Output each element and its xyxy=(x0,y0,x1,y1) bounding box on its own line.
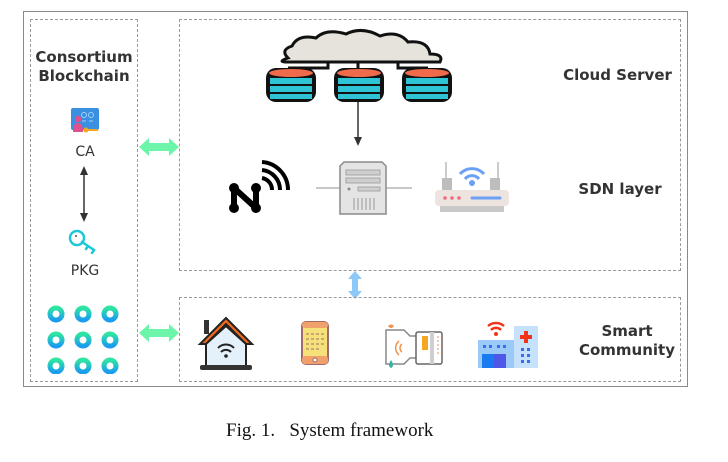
blockchain-panel xyxy=(30,19,138,382)
smart-community-panel xyxy=(179,297,681,382)
sdn-layer-label: SDN layer xyxy=(578,180,662,198)
ca-label: CA xyxy=(75,144,95,160)
blockchain-cloud-arrow xyxy=(139,137,179,157)
hospital-icon xyxy=(476,318,540,368)
pkg-label: PKG xyxy=(70,263,100,279)
smart-community-label-line2: Community xyxy=(578,341,676,359)
figure-caption: Fig. 1. System framework xyxy=(226,420,434,441)
smart-community-label-line1: Smart xyxy=(601,322,653,340)
sdn-community-arrow xyxy=(347,271,363,299)
blockchain-title-line1: Consortium xyxy=(35,48,133,66)
cloud-server-label: Cloud Server xyxy=(563,66,672,84)
router-icon xyxy=(432,160,512,216)
smart-home-icon xyxy=(196,314,256,372)
cloud-sdn-panel xyxy=(179,19,681,271)
database-icon xyxy=(402,68,452,102)
database-icon xyxy=(266,68,316,102)
blockchain-title: Consortium Blockchain xyxy=(30,48,138,86)
smart-community-label: Smart Community xyxy=(572,322,682,360)
cloud-server-icon xyxy=(258,28,468,104)
database-icon xyxy=(334,68,384,102)
blockchain-network-icon xyxy=(46,304,122,374)
sdn-controller-icon xyxy=(226,160,298,216)
cloud-sdn-arrow xyxy=(352,102,364,146)
figure-frame xyxy=(23,11,688,387)
smartphone-icon xyxy=(300,320,330,366)
smart-card-icon xyxy=(382,322,446,370)
key-icon xyxy=(68,228,98,254)
server-icon xyxy=(316,160,412,218)
ca-pkg-arrow xyxy=(78,166,90,222)
blockchain-title-line2: Blockchain xyxy=(38,67,130,85)
certificate-authority-icon xyxy=(70,106,100,136)
blockchain-community-arrow xyxy=(139,323,179,343)
